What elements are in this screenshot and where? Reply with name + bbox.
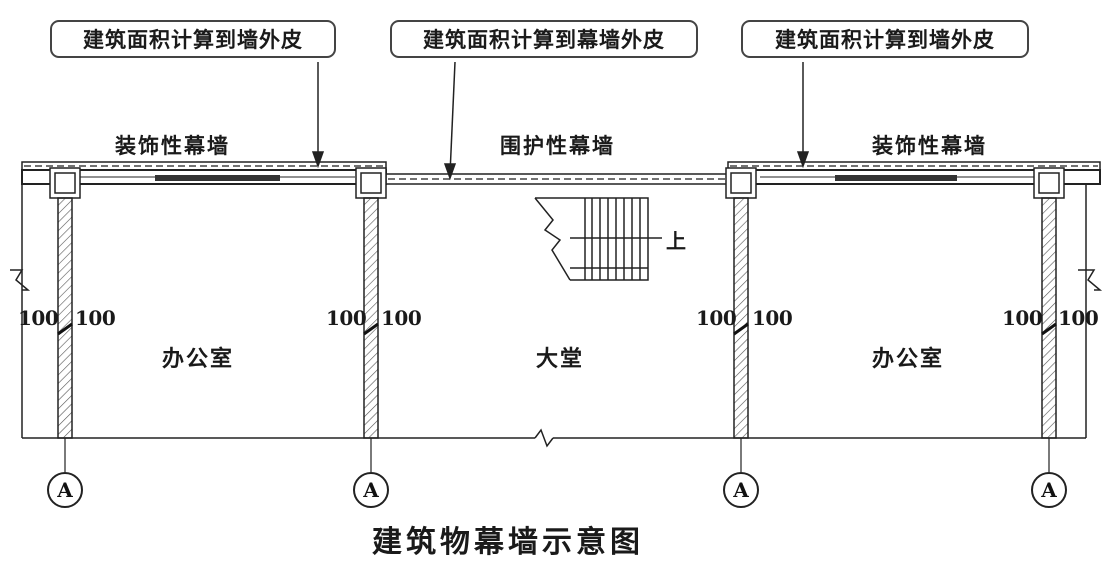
decorative-curtain-wall-left [21, 161, 387, 185]
callout-wall-exterior-right: 建筑面积计算到墙外皮 [741, 20, 1029, 58]
wall-label-right: 装饰性幕墙 [872, 134, 987, 158]
dim-col2-left: 100 [326, 306, 367, 330]
axis-bubble-4: A [1031, 472, 1067, 508]
break-marks [10, 269, 1103, 291]
plan-boundary [21, 182, 1087, 448]
dimension-ticks [57, 322, 1057, 336]
wall-label-left: 装饰性幕墙 [115, 134, 230, 158]
dim-col3-right: 100 [752, 306, 793, 330]
dim-col2-right: 100 [381, 306, 422, 330]
callout-leaders [311, 61, 810, 181]
decorative-curtain-wall-right [727, 161, 1101, 185]
enclosure-curtain-wall [385, 173, 729, 185]
dim-col1-left: 100 [18, 306, 59, 330]
dim-col4-right: 100 [1058, 306, 1099, 330]
axis-bubble-1: A [47, 472, 83, 508]
axis-lines [64, 438, 1050, 472]
stair-up-label: 上 [666, 229, 686, 253]
room-office-right: 办公室 [872, 347, 945, 372]
wall-label-center: 围护性幕墙 [500, 134, 615, 158]
figure-caption: 建筑物幕墙示意图 [372, 525, 644, 560]
dim-col1-right: 100 [75, 306, 116, 330]
dim-col3-left: 100 [696, 306, 737, 330]
dim-col4-left: 100 [1002, 306, 1043, 330]
stair [534, 197, 662, 281]
axis-bubble-2: A [353, 472, 389, 508]
callout-curtain-wall-exterior: 建筑面积计算到幕墙外皮 [390, 20, 698, 58]
room-lobby: 大堂 [536, 347, 585, 372]
columns [49, 167, 1065, 439]
callout-wall-exterior-left: 建筑面积计算到墙外皮 [50, 20, 336, 58]
axis-bubble-3: A [723, 472, 759, 508]
room-office-left: 办公室 [162, 347, 235, 372]
